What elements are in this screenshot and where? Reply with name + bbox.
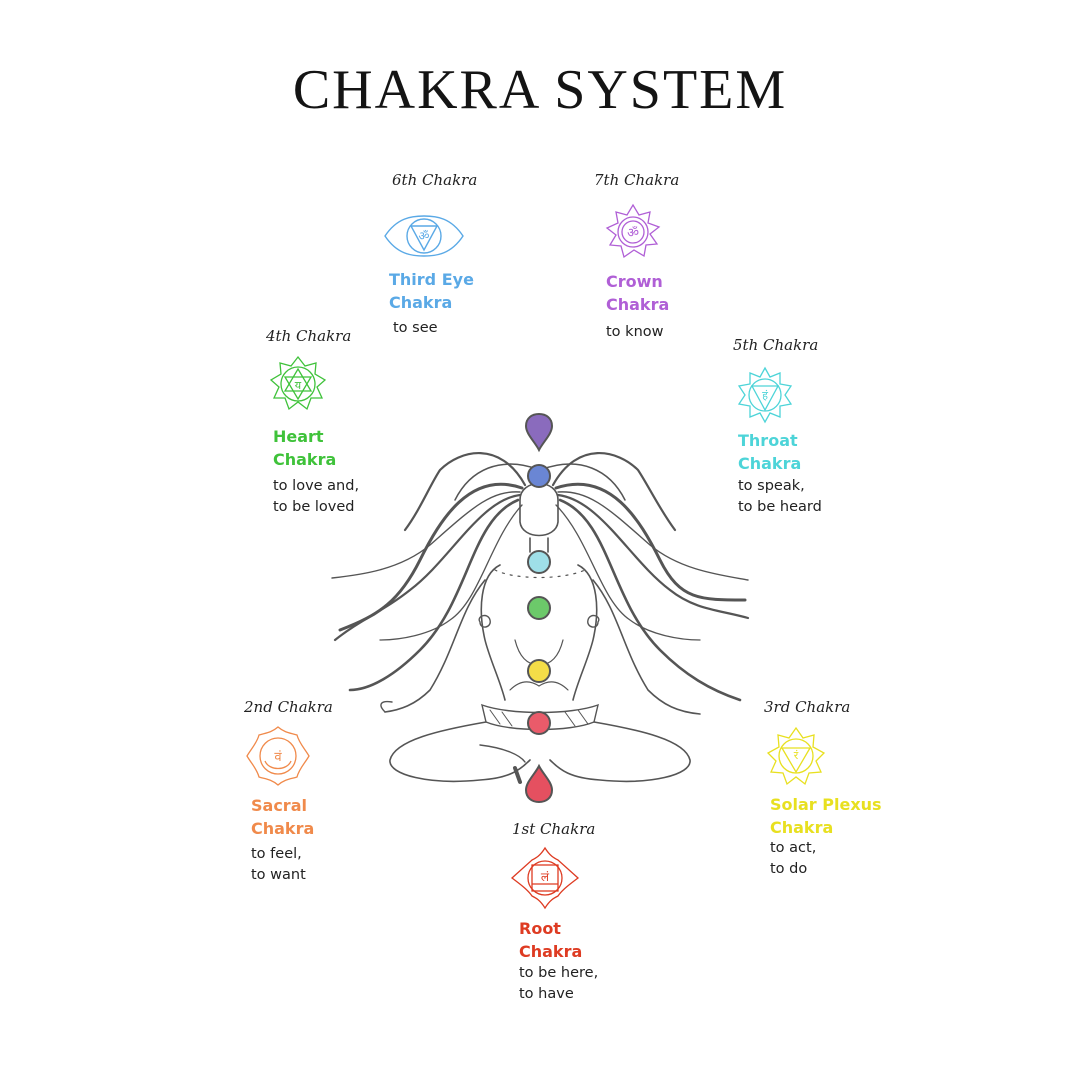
chakra-ordinal: 6th Chakra	[392, 171, 478, 189]
heart-chakra-icon: य	[269, 355, 327, 411]
chakra-ordinal: 3rd Chakra	[764, 698, 851, 716]
throat-chakra-icon: हं	[737, 366, 793, 424]
body-point-solar-plexus	[527, 659, 551, 683]
chakra-meaning: to act, to do	[770, 840, 817, 877]
svg-text:य: य	[295, 379, 302, 392]
chakra-meaning: to know	[606, 324, 664, 340]
chakra-meaning: to feel, to want	[251, 846, 306, 883]
svg-text:वं: वं	[274, 750, 282, 765]
chakra-name: Root Chakra	[519, 919, 583, 961]
chakra-name: Solar Plexus Chakra	[770, 795, 882, 837]
chakra-ordinal: 1st Chakra	[512, 820, 596, 838]
chakra-name: Sacral Chakra	[251, 796, 315, 838]
svg-text:ॐ: ॐ	[419, 229, 430, 243]
chakra-name: Throat Chakra	[738, 431, 802, 473]
chakra-meaning: to see	[393, 320, 438, 336]
svg-text:लं: लं	[541, 870, 550, 884]
body-point-root	[524, 763, 554, 804]
svg-text:हं: हं	[762, 389, 768, 402]
body-point-sacral	[527, 711, 551, 735]
svg-text:ॐ: ॐ	[627, 226, 639, 241]
chakra-name: Heart Chakra	[273, 427, 337, 469]
chakra-ordinal: 4th Chakra	[266, 327, 352, 345]
root-chakra-icon: लं	[510, 846, 580, 910]
chakra-name: Third Eye Chakra	[389, 270, 474, 312]
third-eye-chakra-icon: ॐ	[384, 215, 464, 257]
chakra-name: Crown Chakra	[606, 272, 670, 314]
sacral-chakra-icon: वं	[246, 726, 310, 786]
svg-text:रं: रं	[794, 749, 799, 762]
chakra-meaning: to be here, to have	[519, 965, 599, 1002]
body-point-heart	[527, 596, 551, 620]
body-point-crown	[524, 412, 554, 453]
body-point-third-eye	[527, 464, 551, 488]
crown-chakra-icon: ॐ	[605, 203, 661, 259]
chakra-ordinal: 7th Chakra	[594, 171, 680, 189]
solar-plexus-chakra-icon: रं	[766, 726, 826, 786]
page-title: CHAKRA SYSTEM	[292, 59, 788, 121]
chakra-meaning: to speak, to be heard	[738, 478, 822, 515]
chakra-ordinal: 2nd Chakra	[244, 698, 333, 716]
chakra-ordinal: 5th Chakra	[733, 336, 819, 354]
chakra-meaning: to love and, to be loved	[273, 478, 360, 515]
body-point-throat	[527, 550, 551, 574]
